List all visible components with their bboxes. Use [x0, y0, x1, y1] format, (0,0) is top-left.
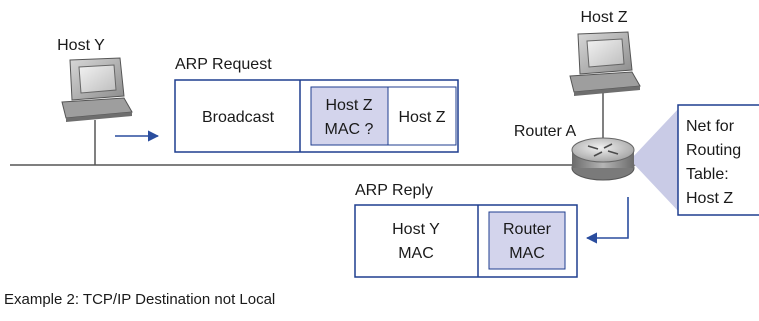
arp-reply-frame — [354, 204, 578, 278]
diagram-caption: Example 2: TCP/IP Destination not Local — [4, 291, 275, 308]
reply-sender-line2: MAC — [398, 245, 434, 262]
request-destination-field — [387, 86, 457, 146]
host-y-label: Host Y — [57, 37, 105, 54]
request-target-line1: Host Z — [325, 97, 372, 114]
callout-line4: Host Z — [686, 190, 733, 207]
routing-callout-wedge — [630, 107, 680, 213]
callout-line2: Routing — [686, 142, 741, 159]
request-target-line2: MAC ? — [325, 121, 374, 138]
request-target-mac-field — [310, 86, 389, 146]
request-destination-text: Host Z — [398, 109, 445, 126]
reply-arrow — [585, 197, 629, 244]
reply-router-line2: MAC — [509, 245, 545, 262]
arp-request-frame — [174, 79, 459, 153]
host-z-label: Host Z — [580, 9, 627, 26]
request-broadcast-text: Broadcast — [202, 109, 275, 126]
reply-router-mac-field — [488, 211, 566, 270]
routing-callout-box — [677, 104, 759, 216]
reply-sender-line1: Host Y — [392, 221, 440, 238]
host-z-computer-icon — [569, 31, 641, 96]
router-a-icon — [571, 137, 635, 181]
callout-line3: Table: — [686, 166, 729, 183]
arp-request-title: ARP Request — [175, 56, 272, 73]
router-a-label: Router A — [514, 123, 577, 140]
reply-router-line1: Router — [503, 221, 552, 238]
callout-line1: Net for — [686, 118, 735, 135]
arp-reply-title: ARP Reply — [355, 182, 433, 199]
host-y-computer-icon — [61, 57, 133, 122]
